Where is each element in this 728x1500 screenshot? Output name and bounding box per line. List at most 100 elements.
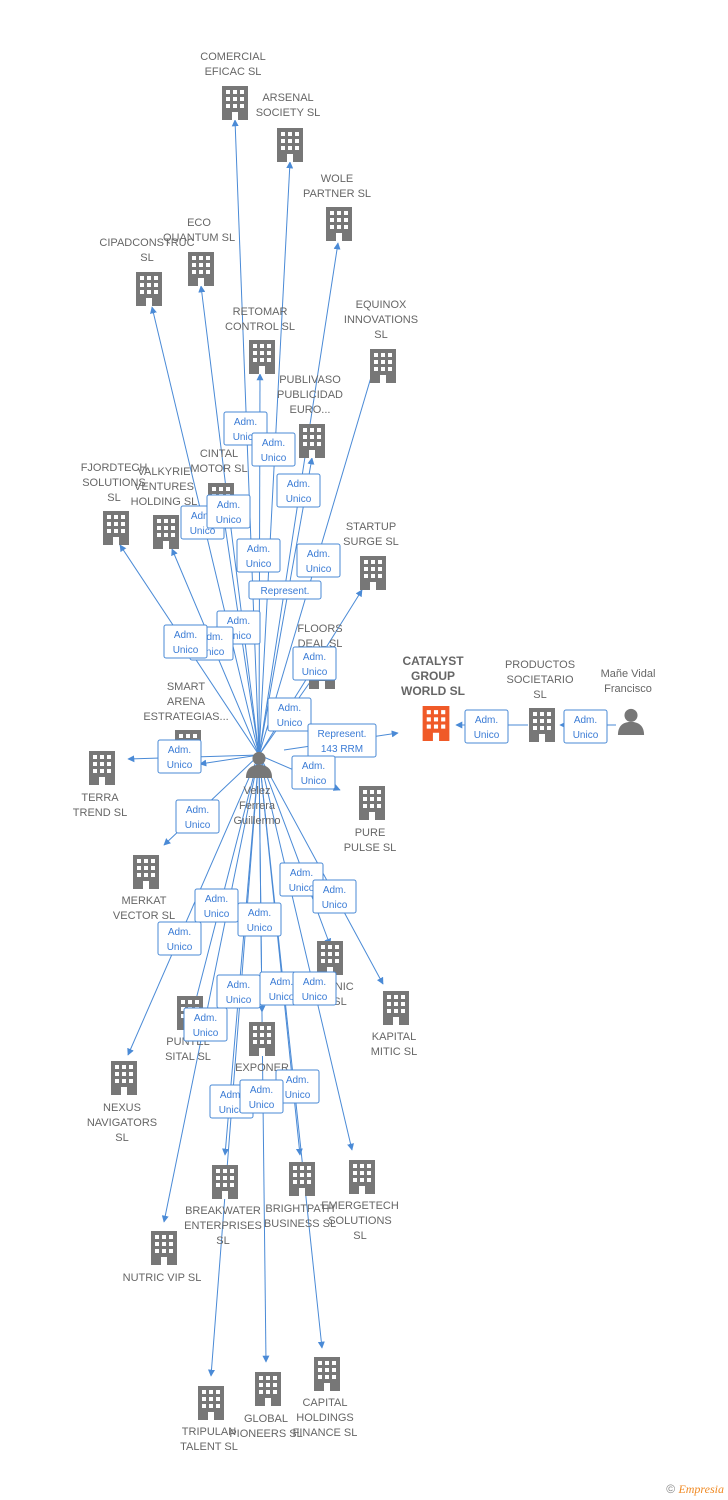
building-icon [222, 86, 248, 120]
building-icon [249, 340, 275, 374]
role-label-adm-unico: Adm. Unico [157, 739, 202, 774]
company-node-nutric[interactable]: NUTRIC VIP SL [123, 1231, 202, 1284]
role-text-line: Represent. [318, 729, 367, 740]
role-label-adm-unico: Adm.Unico [276, 473, 321, 508]
company-label-line: NAVIGATORS [87, 1117, 157, 1129]
role-text-line: Adm. [287, 479, 310, 490]
company-label-line: SMART [167, 681, 206, 693]
role-text: Adm.Unico [199, 632, 225, 658]
company-label-line: FJORDTECH [81, 462, 148, 474]
role-text-line: Unico [301, 776, 327, 787]
role-text: Adm.Unico [185, 805, 211, 831]
role-text-line: Unico [269, 992, 295, 1003]
company-label-line: STARTUP [346, 521, 396, 533]
role-text-line: Unico [226, 631, 252, 642]
role-label-adm-unico: Adm.Unico [464, 709, 509, 744]
role-text: Adm.Unico [302, 652, 328, 678]
role-text-line: Unico [233, 432, 259, 443]
role-text-line: Adm. [475, 715, 498, 726]
company-node-exponer[interactable]: EXPONER [235, 1022, 289, 1074]
role-text-line: Adm. [168, 745, 191, 756]
role-label-adm-unico: Adm.Unico [175, 799, 220, 834]
role-text-line: Unico [204, 909, 230, 920]
company-label-line: FLOORS [297, 623, 342, 635]
role-text: Adm.Unico [219, 1090, 245, 1116]
company-label: NUTRIC VIP SL [123, 1272, 202, 1284]
brand-logo[interactable]: Empresia [678, 1482, 724, 1496]
role-text-line: Unico [167, 760, 193, 771]
role-text-line: Adm. [200, 632, 223, 643]
role-label-adm-unico: Adm.Unico [275, 1069, 320, 1104]
company-node-startup[interactable]: STARTUP SURGE SL [343, 521, 399, 590]
company-label-line: SL [107, 492, 120, 504]
role-text: Adm.Unico [247, 908, 273, 934]
company-label-line: COMERCIAL [200, 51, 265, 63]
building-icon [317, 941, 343, 975]
role-text: Adm.Unico [233, 417, 259, 443]
role-text-line: Adm. [262, 438, 285, 449]
building-icon [383, 991, 409, 1025]
building-icon [277, 128, 303, 162]
company-label-line: SURGE SL [343, 536, 399, 548]
company-label-line: SITAL SL [165, 1051, 211, 1063]
role-text: Adm.Unico [306, 549, 332, 575]
company-label-line: CIPADCONSTRUC [99, 237, 194, 249]
role-text: Adm.Unico [269, 977, 295, 1003]
company-label-line: SL [353, 1230, 366, 1242]
company-label-line: INNOVATIONS [344, 314, 418, 326]
role-text-line: Adm. [574, 715, 597, 726]
role-text-line: Unico [277, 718, 303, 729]
role-text-line: Unico [216, 515, 242, 526]
edge-global [258, 754, 270, 1363]
role-text-line: Unico [573, 730, 599, 741]
role-text: Adm.Unico [289, 868, 315, 894]
company-label-line: CAPITAL [302, 1397, 347, 1409]
role-label-represent-rrm: Represent.143 RRM [307, 723, 377, 758]
company-label-line: BREAKWATER [185, 1205, 261, 1217]
role-label-adm-unico: Adm.Unico [157, 921, 202, 956]
role-text-line: Unico [261, 453, 287, 464]
role-text-line: Unico [167, 942, 193, 953]
role-label-adm-unico: Adm.Unico [163, 624, 208, 659]
company-label-line: PRODUCTOS [505, 659, 575, 671]
company-label-line: KAPITAL [372, 1031, 416, 1043]
role-box-frame [276, 473, 321, 508]
